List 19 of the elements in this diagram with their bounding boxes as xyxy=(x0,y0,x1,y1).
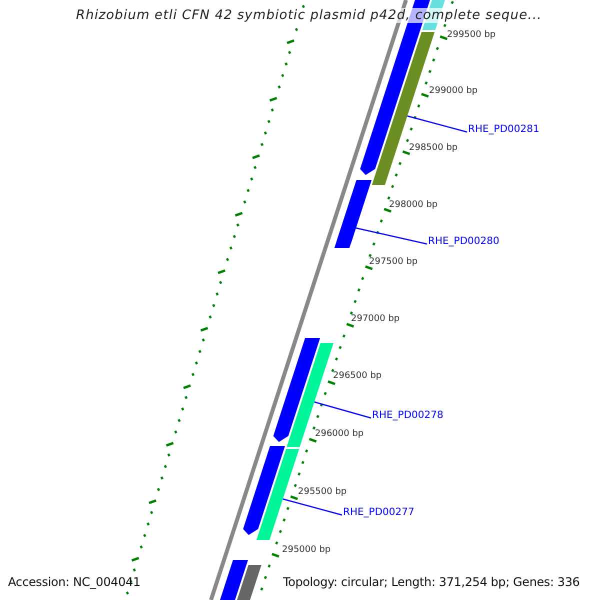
gene-label: RHE_PD00277 xyxy=(343,507,414,518)
gene-label: RHE_PD00280 xyxy=(428,236,500,247)
leader-line xyxy=(314,401,372,419)
map-title: Rhizobium etli CFN 42 symbiotic plasmid p42d, complete seque... xyxy=(76,8,542,23)
tick-label: 299000 bp xyxy=(429,86,478,96)
tick-label: 298000 bp xyxy=(389,200,438,210)
leader-line xyxy=(356,227,428,245)
gene-label: RHE_PD00278 xyxy=(372,410,444,421)
gene-label: RHE_PD00281 xyxy=(468,124,540,135)
tick-label: 298500 bp xyxy=(409,143,458,153)
tick-label: 296500 bp xyxy=(333,371,382,381)
topology-note: Topology: circular; Length: 371,254 bp; Genes: 336 xyxy=(283,575,580,589)
leader-line xyxy=(407,115,468,133)
accession-note: Accession: NC_004041 xyxy=(8,575,140,589)
leader-line xyxy=(282,498,342,516)
gene-bar xyxy=(256,449,300,540)
tick-label: 296000 bp xyxy=(315,429,364,439)
tick-label: 295500 bp xyxy=(298,487,347,497)
gene-bar xyxy=(334,180,372,248)
